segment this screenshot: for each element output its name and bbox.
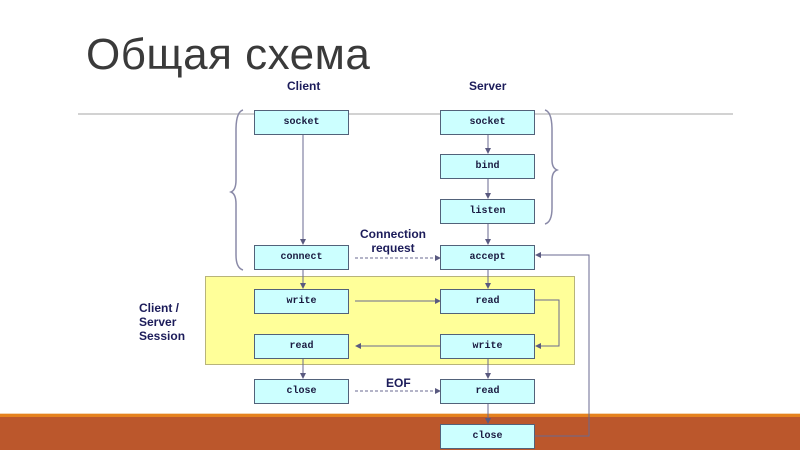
server-write-box: write xyxy=(440,334,535,359)
client-socket-box: socket xyxy=(254,110,349,135)
client-close-box: close xyxy=(254,379,349,404)
connection-request-label: Connection request xyxy=(356,227,430,255)
client-write-box: write xyxy=(254,289,349,314)
footer-highlight xyxy=(0,413,800,414)
server-accept-box: accept xyxy=(440,245,535,270)
server-listen-box: listen xyxy=(440,199,535,224)
connection-request-line: Connection xyxy=(360,227,426,241)
slide-title: Общая схема xyxy=(86,30,371,79)
footer-band xyxy=(0,417,800,450)
server-setup-brace xyxy=(544,109,560,225)
footer-accent-line xyxy=(0,414,800,418)
server-column-label: Server xyxy=(469,79,507,93)
connection-request-line: request xyxy=(371,241,415,255)
eof-label: EOF xyxy=(386,376,411,390)
server-close-box: close xyxy=(440,424,535,449)
title-divider xyxy=(78,113,733,115)
client-column-label: Client xyxy=(287,79,321,93)
session-label: Client / Server Session xyxy=(139,301,185,343)
server-bind-box: bind xyxy=(440,154,535,179)
server-read-box: read xyxy=(440,289,535,314)
wire-server-close-accept-loop xyxy=(535,252,590,437)
client-read-box: read xyxy=(254,334,349,359)
client-setup-brace xyxy=(228,109,244,271)
client-connect-box: connect xyxy=(254,245,349,270)
server-socket-box: socket xyxy=(440,110,535,135)
session-label-line: Server xyxy=(139,315,177,329)
wire-server-read-write-loop xyxy=(535,299,560,349)
session-label-line: Client / xyxy=(139,301,180,315)
server-read-eof-box: read xyxy=(440,379,535,404)
session-label-line: Session xyxy=(139,329,186,343)
